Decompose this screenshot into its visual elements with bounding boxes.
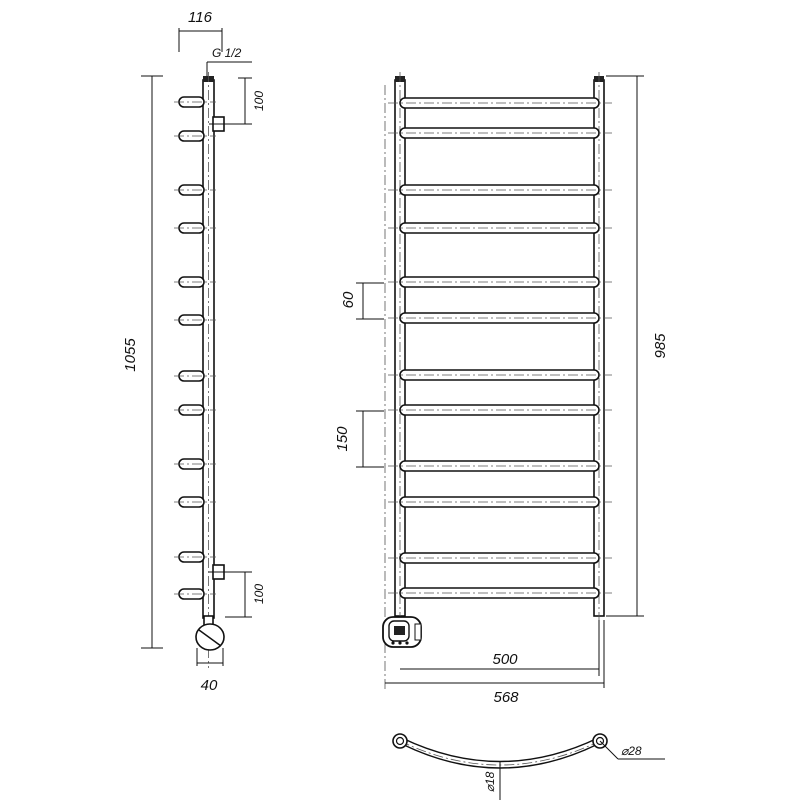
front-rung	[388, 460, 612, 472]
dimension-rail-height: 985	[606, 75, 669, 617]
top-view: ⌀28 ⌀18	[392, 733, 665, 800]
dimension-centre-distance: 500	[400, 620, 600, 676]
side-rung	[174, 314, 216, 326]
side-rung	[174, 404, 216, 416]
rail-diameter-label: ⌀28	[621, 744, 642, 758]
dimension-overall-height: 1055	[122, 75, 163, 649]
thread-callout: G 1/2	[206, 46, 252, 76]
front-rung	[388, 496, 612, 508]
dimension-connection-top: 100	[227, 77, 266, 125]
rung-spacing-large-label: 150	[334, 426, 351, 452]
front-rung	[388, 404, 612, 416]
dimension-rung-spacing-large: 150	[334, 410, 384, 468]
side-rung	[174, 130, 216, 142]
overall-height-label: 1055	[122, 338, 139, 372]
overall-width-label: 568	[493, 689, 519, 706]
front-rung	[388, 222, 612, 234]
rung-spacing-small-label: 60	[340, 291, 357, 308]
thread-label: G 1/2	[212, 46, 242, 60]
dimension-depth: 116	[178, 9, 223, 52]
front-heater-element	[382, 616, 422, 648]
dimension-rung-spacing-small: 60	[340, 282, 384, 320]
front-rung	[388, 312, 612, 324]
side-view: 116 G 1/2 100	[122, 9, 266, 694]
front-view: 60 150 985 50	[334, 72, 669, 706]
front-rung	[388, 369, 612, 381]
side-rung	[174, 370, 216, 382]
side-rung	[174, 184, 216, 196]
rung-diameter-label: ⌀18	[483, 771, 497, 792]
front-rung	[388, 127, 612, 139]
dimension-overall-width: 568	[385, 620, 605, 706]
side-rung	[174, 588, 216, 600]
top-view-left-rail	[392, 733, 408, 749]
front-rung	[388, 587, 612, 599]
front-rung	[388, 552, 612, 564]
dimension-connection-bottom: 100	[225, 571, 266, 618]
front-rung	[388, 97, 612, 109]
side-rung	[174, 276, 216, 288]
rail-height-label: 985	[652, 333, 669, 359]
rail-diameter-callout: ⌀28	[599, 740, 665, 760]
rung-diameter-callout: ⌀18	[483, 762, 501, 800]
depth-label: 116	[188, 9, 213, 26]
side-rung	[174, 96, 216, 108]
side-rung	[174, 551, 216, 563]
side-rung	[174, 222, 216, 234]
side-heater-element: 40	[195, 615, 225, 694]
front-rung	[388, 184, 612, 196]
side-rung	[174, 458, 216, 470]
front-rungs	[388, 97, 612, 599]
front-rung	[388, 276, 612, 288]
centre-distance-label: 500	[492, 651, 518, 668]
side-rung	[174, 496, 216, 508]
side-rungs	[174, 96, 216, 600]
heater-width-label: 40	[201, 677, 218, 694]
connection-top-label: 100	[252, 91, 266, 111]
connection-bottom-label: 100	[252, 584, 266, 604]
